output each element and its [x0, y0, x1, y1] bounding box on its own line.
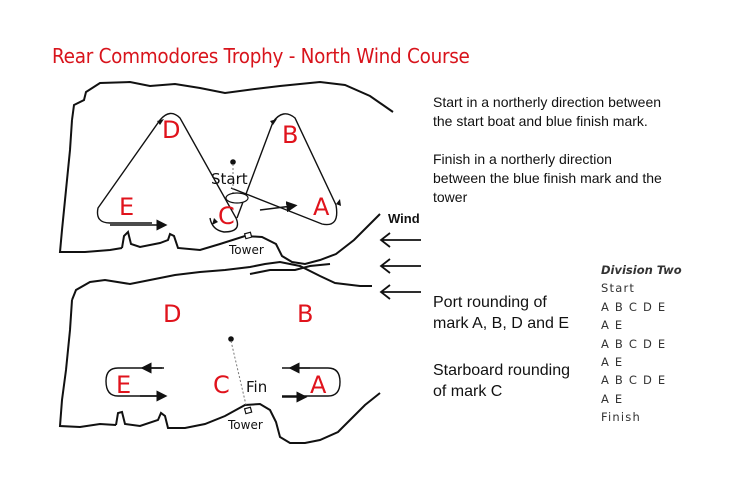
page-title: Rear Commodores Trophy - North Wind Cour…: [52, 44, 470, 68]
starboard-rounding-note: Starboard rounding of mark C: [433, 360, 570, 402]
sequence-step: A E: [601, 391, 624, 406]
port-rounding-line: Port rounding of: [433, 294, 547, 311]
finish-label: Fin: [246, 378, 267, 396]
tower-icon: [243, 231, 253, 240]
sequence-step: Start: [601, 281, 636, 296]
finish-instruction-line: tower: [433, 189, 468, 205]
top-mark-c: C: [218, 202, 235, 230]
start-label: Start: [211, 170, 248, 188]
bottom-mark-c: C: [213, 371, 230, 399]
bottom-map: Fin Tower D B E C A: [58, 260, 381, 444]
bottom-mark-a: A: [310, 371, 327, 399]
bottom-mark-e: E: [116, 371, 131, 399]
sequence-step: A E: [601, 318, 624, 333]
bottom-mark-d: D: [163, 300, 181, 328]
bottom-shoreline-south: [115, 392, 381, 444]
sequence-step: A B C D E: [601, 299, 667, 314]
top-map: Start Tower D B E C A: [58, 80, 394, 275]
bottom-tower-label: Tower: [227, 418, 263, 432]
start-instruction-line: the start boat and blue finish mark.: [433, 113, 648, 129]
division-two-sequence: Division Two Start A B C D E A E A B C D…: [601, 261, 682, 427]
finish-mark-dot: [228, 336, 234, 342]
bottom-shoreline-north: [71, 260, 372, 301]
sequence-step: Finish: [601, 410, 641, 425]
wind-arrows: [379, 232, 421, 300]
top-shoreline-north: [71, 80, 394, 121]
sequence-step: A E: [601, 355, 624, 370]
start-instruction-line: Start in a northerly direction between: [433, 94, 662, 110]
top-mark-e: E: [119, 193, 134, 221]
finish-instructions: Finish in a northerly direction between …: [433, 150, 662, 207]
start-boat-icon: [225, 192, 249, 204]
wind-arrow-icon: [379, 284, 421, 300]
top-mark-a: A: [313, 193, 330, 221]
division-heading: Division Two: [601, 263, 682, 277]
top-mark-d: D: [162, 116, 180, 144]
port-rounding-note: Port rounding of mark A, B, D and E: [433, 292, 569, 334]
starboard-rounding-line: Starboard rounding: [433, 362, 570, 379]
bottom-shoreline-west: [58, 299, 117, 429]
port-rounding-line: mark A, B, D and E: [433, 315, 570, 332]
start-instructions: Start in a northerly direction between t…: [433, 93, 661, 131]
top-shoreline-south: [121, 213, 381, 266]
start-mark-dot: [230, 159, 236, 165]
wind-arrow-icon: [379, 232, 421, 248]
sequence-step: A B C D E: [601, 373, 667, 388]
bottom-mark-b: B: [297, 300, 313, 328]
wind-arrow-icon: [379, 258, 421, 274]
top-course-path: [96, 112, 239, 233]
tower-icon: [243, 406, 253, 415]
top-tower-label: Tower: [228, 243, 264, 257]
finish-instruction-line: between the blue finish mark and the: [433, 170, 662, 186]
starboard-rounding-line: of mark C: [433, 383, 503, 400]
finish-instruction-line: Finish in a northerly direction: [433, 151, 612, 167]
finish-line: [230, 340, 247, 406]
lower-map-top-shore-arc: [249, 263, 331, 275]
top-shoreline-west: [58, 119, 123, 253]
sequence-step: A B C D E: [601, 336, 667, 351]
top-mark-b: B: [282, 121, 298, 149]
wind-label: Wind: [388, 211, 420, 226]
